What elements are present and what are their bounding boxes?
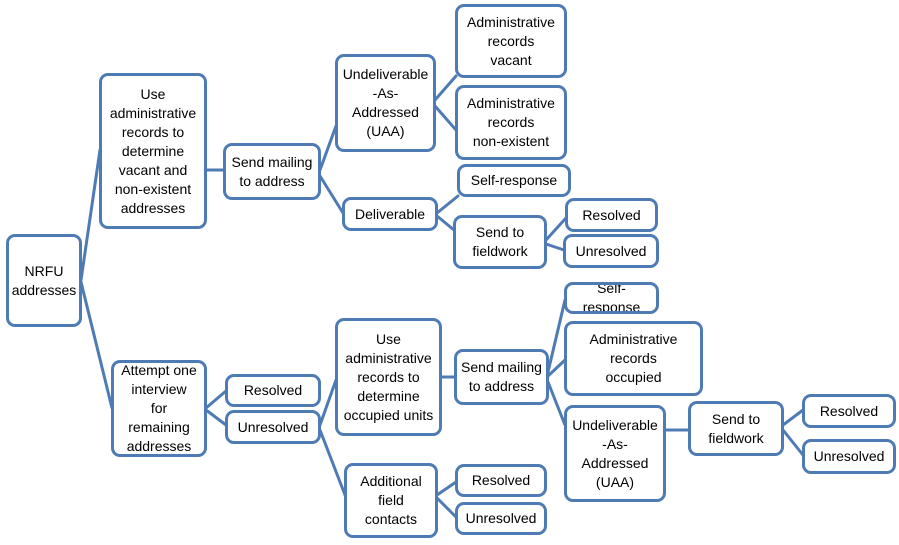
node-send-mailing-2: Send mailing to address [454, 349, 549, 405]
node-resolved-1: Resolved [565, 198, 658, 232]
node-attempt-one-interview: Attempt one interview for remaining addr… [111, 360, 207, 457]
node-unresolved-4: Unresolved [455, 502, 547, 535]
node-resolved-4: Resolved [455, 464, 547, 497]
node-additional-field-contacts: Additional field contacts [344, 463, 438, 538]
connector-fieldwork-to-unresolved [544, 242, 566, 252]
node-uaa-1: Undeliverable -As- Addressed (UAA) [335, 54, 436, 152]
node-use-admin-records-occupied: Use administrative records to determine … [335, 318, 442, 436]
node-deliverable: Deliverable [342, 197, 438, 231]
connector-fieldwork2-to-resolved [781, 408, 805, 427]
connector-additional-to-unresolved [435, 496, 458, 519]
node-nrfu-addresses: NRFU addresses [6, 234, 82, 327]
connector-root-to-use-admin-records [79, 148, 102, 282]
node-self-response-1: Self-response [457, 164, 571, 197]
connector-attempt-to-resolved [204, 389, 228, 410]
connector-attempt-to-unresolved [204, 408, 228, 427]
node-admin-records-vacant: Administrative records vacant [455, 4, 567, 78]
connector-unresolved-to-use-admin-occupied [318, 378, 338, 427]
connector-send-mailing-to-uaa-2 [546, 380, 567, 427]
connector-unresolved-to-additional-contacts [318, 428, 347, 497]
node-unresolved-3: Unresolved [802, 439, 896, 474]
node-unresolved-1: Unresolved [563, 234, 659, 268]
node-resolved-3: Resolved [802, 394, 896, 428]
node-admin-records-nonexistent: Administrative records non-existent [455, 85, 567, 160]
connector-root-to-attempt-interview [79, 280, 114, 410]
node-send-to-fieldwork-2: Send to fieldwork [688, 401, 784, 456]
node-use-admin-records-vacant-nonexistent: Use administrative records to determine … [99, 73, 207, 229]
connector-send-mailing-to-admin-occupied [546, 358, 567, 378]
connector-send-mailing-to-self-response [546, 298, 567, 374]
connector-deliverable-to-self-response [435, 194, 460, 215]
connector-uaa-to-admin-vacant [433, 74, 458, 102]
node-uaa-2: Undeliverable -As- Addressed (UAA) [564, 405, 666, 502]
node-resolved-2: Resolved [225, 374, 321, 407]
connector-deliverable-to-send-fieldwork [435, 214, 456, 232]
connector-fieldwork2-to-unresolved [781, 428, 805, 457]
connector-additional-to-resolved [435, 480, 458, 497]
connector-send-mailing-to-uaa [318, 124, 338, 172]
node-unresolved-2: Unresolved [225, 410, 321, 444]
node-admin-records-occupied: Administrative records occupied [564, 321, 703, 396]
node-self-response-2: Self-response [564, 282, 659, 314]
connector-send-mailing-to-deliverable [318, 174, 345, 215]
node-send-to-fieldwork-1: Send to fieldwork [453, 215, 547, 269]
node-send-mailing-1: Send mailing to address [223, 143, 321, 200]
connector-fieldwork-to-resolved [544, 216, 568, 242]
connector-uaa-to-admin-nonexistent [433, 104, 458, 132]
